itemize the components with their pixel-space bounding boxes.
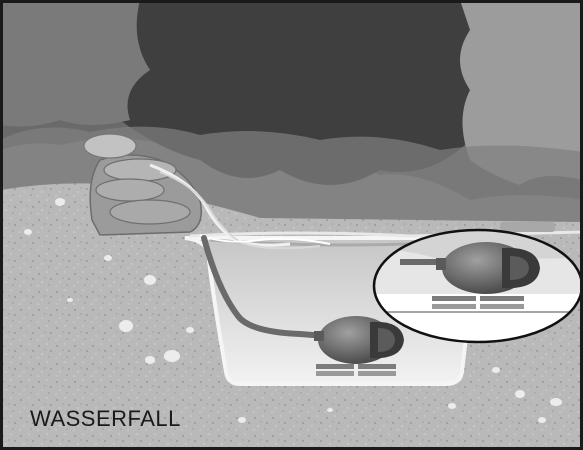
pump — [314, 316, 404, 376]
figure-caption: WASSERFALL — [30, 406, 181, 432]
